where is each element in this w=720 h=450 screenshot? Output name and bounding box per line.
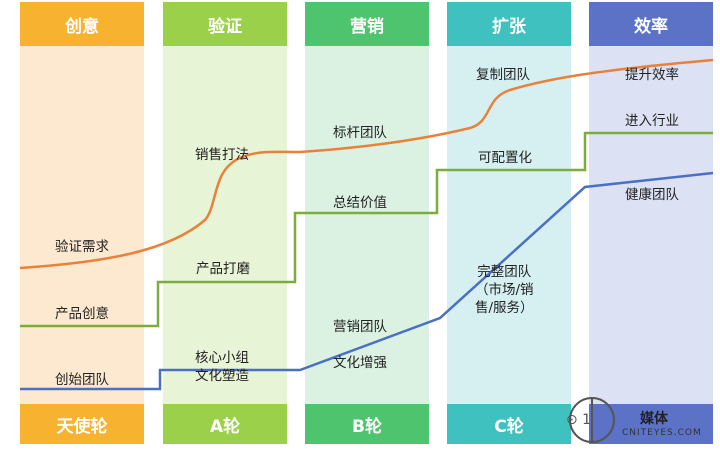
stage-band bbox=[447, 46, 571, 404]
stage-footer: C轮 bbox=[447, 404, 571, 444]
blue-label: 完整团队 （市场/销 售/服务） bbox=[475, 264, 534, 316]
blue-label: 核心小组 文化塑造 bbox=[195, 350, 249, 384]
stage-header: 创意 bbox=[20, 2, 144, 46]
green-label: 可配置化 bbox=[478, 150, 532, 166]
stage-column-efficiency: 效率 bbox=[589, 0, 713, 450]
green-curve bbox=[20, 131, 713, 328]
blue-label: 文化增强 bbox=[333, 355, 387, 371]
stage-column-validate: 验证 A轮 bbox=[163, 0, 287, 450]
stage-header: 验证 bbox=[163, 2, 287, 46]
watermark-site: CNITEYES.COM bbox=[622, 428, 702, 438]
stage-header: 营销 bbox=[305, 2, 429, 46]
watermark-brand: 媒体 bbox=[640, 411, 668, 427]
stage-band bbox=[20, 46, 144, 404]
orange-label: 标杆团队 bbox=[333, 125, 387, 141]
orange-label: 复制团队 bbox=[476, 67, 530, 83]
stage-band bbox=[163, 46, 287, 404]
green-label: 产品打磨 bbox=[196, 261, 250, 277]
stage-footer: 天使轮 bbox=[20, 404, 144, 444]
blue-label: 营销团队 bbox=[333, 319, 387, 335]
blue-label: 健康团队 bbox=[625, 187, 679, 203]
orange-label: 提升效率 bbox=[625, 67, 679, 83]
orange-curve bbox=[19, 58, 714, 270]
blue-label: 创始团队 bbox=[55, 372, 109, 388]
green-label: 总结价值 bbox=[333, 195, 387, 211]
stage-column-idea: 创意 天使轮 bbox=[20, 0, 144, 450]
stage-header: 效率 bbox=[589, 2, 713, 46]
orange-label: 销售打法 bbox=[195, 147, 249, 163]
stage-footer: A轮 bbox=[163, 404, 287, 444]
stage-footer bbox=[589, 404, 713, 444]
green-label: 产品创意 bbox=[55, 306, 109, 322]
watermark-left: ⊙ 1 bbox=[566, 412, 592, 428]
stage-footer: B轮 bbox=[305, 404, 429, 444]
orange-label: 验证需求 bbox=[55, 239, 109, 255]
stage-column-expand: 扩张 C轮 bbox=[447, 0, 571, 450]
blue-curve bbox=[20, 171, 714, 391]
stage-header: 扩张 bbox=[447, 2, 571, 46]
green-label: 进入行业 bbox=[625, 113, 679, 129]
stage-band bbox=[589, 46, 713, 404]
